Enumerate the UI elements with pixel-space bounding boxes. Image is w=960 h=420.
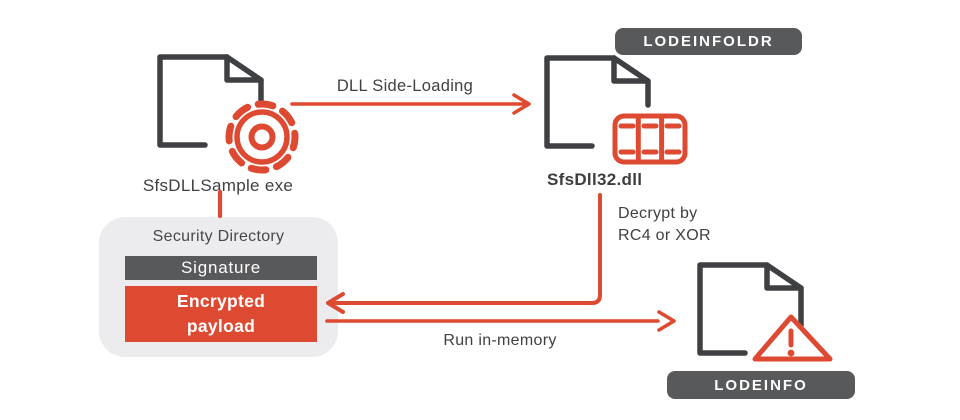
exe-file-icon xyxy=(157,54,264,148)
decrypt-label-line2: RC4 or XOR xyxy=(618,227,711,244)
lodeinfoldr-badge: LODEINFOLDR xyxy=(615,28,802,55)
library-module-icon xyxy=(612,113,688,165)
dll-side-loading-arrow xyxy=(290,93,531,115)
exe-file-label: SfsDLLSample exe xyxy=(142,176,294,195)
signature-bar: Signature xyxy=(125,256,317,280)
decrypt-label: Decrypt by RC4 or XOR xyxy=(618,203,711,247)
lodeinfo-badge: LODEINFO xyxy=(667,371,855,399)
dll-side-loading-label: DLL Side-Loading xyxy=(336,77,474,95)
dll-file-label: SfsDll32.dll xyxy=(547,170,643,189)
payload-file-icon xyxy=(697,262,804,356)
run-in-memory-arrow xyxy=(325,310,676,332)
security-directory-title: Security Directory xyxy=(152,228,285,245)
warning-icon xyxy=(752,314,833,362)
dll-file-icon xyxy=(544,55,651,149)
decrypt-label-line1: Decrypt by xyxy=(618,205,698,222)
gear-icon xyxy=(225,100,299,174)
encrypted-payload-box: Encrypted payload xyxy=(125,286,317,342)
run-in-memory-label: Run in-memory xyxy=(443,332,557,349)
security-directory-panel: Security Directory Signature Encrypted p… xyxy=(99,217,338,357)
encrypted-payload-label: Encrypted payload xyxy=(176,290,266,336)
decrypt-arrow xyxy=(326,193,602,314)
